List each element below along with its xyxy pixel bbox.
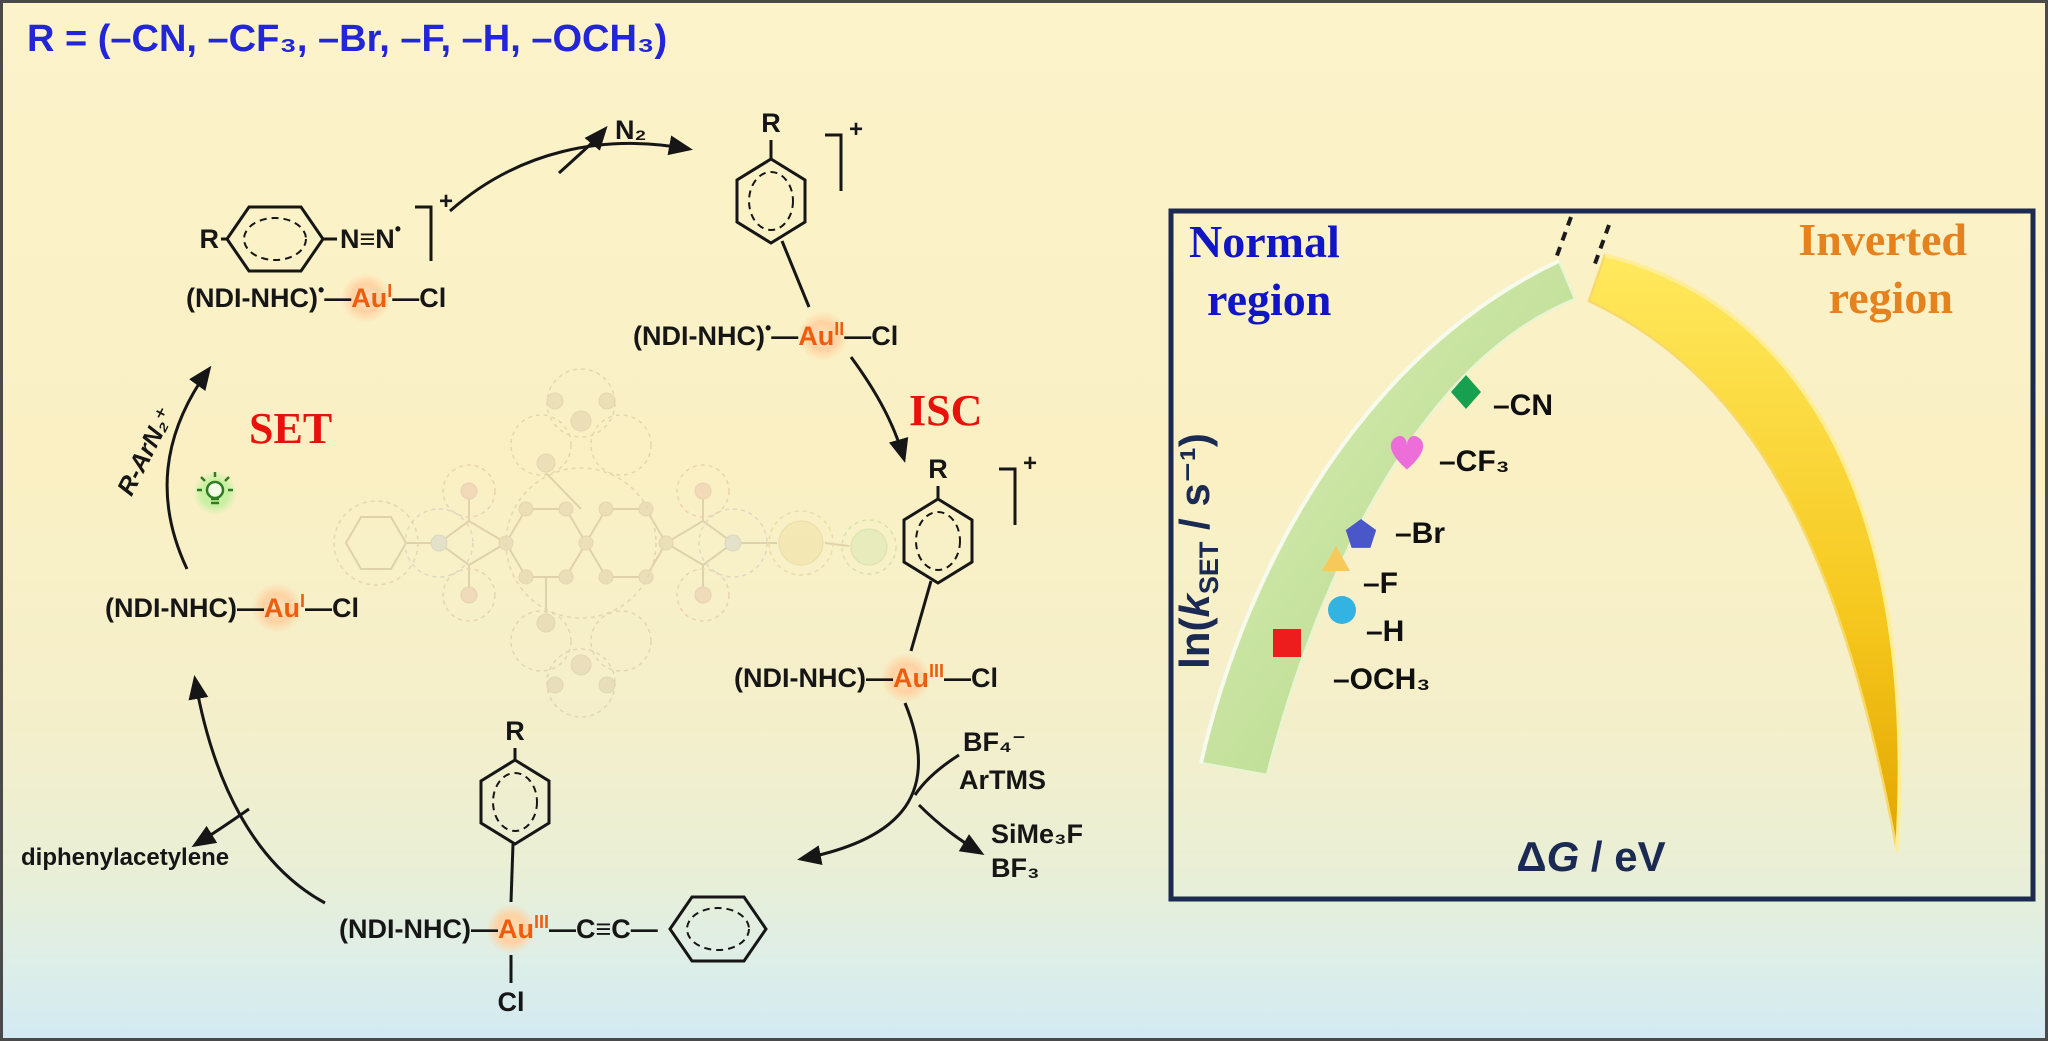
marker-och3-square — [1273, 629, 1301, 657]
gold-atom-sphere — [778, 520, 824, 566]
gold-center-glow — [798, 311, 848, 361]
complex-formula: (NDI-NHC)•—AuI—Cl — [186, 280, 446, 313]
benzene-ring — [225, 205, 325, 273]
bf4-label: BF₄⁻ — [963, 727, 1026, 757]
inverted-region-label-line1: Inverted — [1798, 214, 1967, 265]
point-label-och3: –OCH₃ — [1333, 663, 1430, 696]
r-substituent: R — [505, 716, 525, 746]
inverted-region-band — [1587, 253, 1901, 852]
cation-charge: + — [439, 188, 453, 215]
cation-bracket — [825, 133, 843, 191]
r-substituent: R — [200, 224, 220, 254]
chloride-label: Cl — [498, 987, 525, 1017]
isc-label: ISC — [909, 386, 982, 435]
complex-formula: (NDI-NHC)—AuIII—Cl — [734, 661, 998, 693]
chloride-atom-sphere — [850, 528, 888, 566]
complex-formula: (NDI-NHC)—AuI—Cl — [105, 591, 359, 623]
r-substituent-definition: R = (–CN, –CF₃, –Br, –F, –H, –OCH₃) — [27, 18, 667, 60]
diphenylacetylene-label: diphenylacetylene — [21, 844, 229, 871]
marcus-plot: –CN –CF₃ –Br –F –H –OCH₃ Normal region I… — [1168, 208, 2036, 902]
inverted-region-label-line2: region — [1829, 272, 1953, 323]
marker-cn-diamond — [1451, 375, 1481, 409]
marker-br-pentagon — [1345, 519, 1377, 548]
axis-break-marks — [1553, 216, 1611, 270]
marker-h-circle — [1328, 596, 1356, 624]
benzene-ring — [902, 497, 974, 585]
n2-label: N₂ — [615, 115, 647, 145]
normal-band-highlight — [1199, 259, 1560, 764]
point-label-br: –Br — [1395, 517, 1445, 550]
point-label-cn: –CN — [1493, 389, 1553, 422]
artms-label: ArTMS — [959, 765, 1046, 795]
arrow-diazonium-to-aryl — [449, 135, 693, 213]
gold-center-glow — [486, 904, 536, 954]
gold-center-glow — [881, 653, 931, 703]
benzene-ring — [735, 157, 807, 245]
arrow-products-out — [917, 803, 985, 856]
arrow-diphenylacetylene-release — [191, 807, 250, 848]
gold-center-glow — [341, 273, 391, 323]
alkynyl-gold3-complex: R (NDI-NHC)—AuIII—C≡C— Cl — [339, 716, 768, 1017]
reaction-arrows — [165, 125, 985, 905]
inverted-band-highlight — [1604, 253, 1902, 852]
arrow-au3-to-alkynyl — [797, 702, 921, 866]
complex-formula: (NDI-NHC)•—AuII—Cl — [633, 318, 898, 351]
r-substituent: R — [761, 108, 781, 138]
plot-border — [1168, 208, 2036, 902]
arrow-isc — [849, 356, 909, 463]
r-substituent: R — [928, 454, 948, 484]
normal-region-band — [1199, 259, 1577, 777]
x-axis-label: ΔG / eV — [1516, 833, 1665, 880]
cation-bracket — [999, 467, 1017, 525]
y-axis-label: ln(kSET / s⁻¹) — [1171, 433, 1224, 669]
marker-cf3-heart — [1390, 435, 1424, 470]
cation-charge: + — [1023, 450, 1037, 477]
set-label: SET — [249, 404, 332, 453]
diazonium-group: N≡N• — [340, 219, 401, 254]
point-label-f: –F — [1363, 567, 1398, 600]
normal-region-label-line2: region — [1207, 274, 1331, 325]
arrow-set — [165, 365, 212, 570]
figure-svg: R = (–CN, –CF₃, –Br, –F, –H, –OCH₃) — [21, 18, 2036, 1017]
point-label-cf3: –CF₃ — [1439, 445, 1510, 478]
bf3-label: BF₃ — [991, 853, 1039, 883]
marker-f-triangle — [1322, 546, 1350, 571]
complex-formula: (NDI-NHC)—AuIII—C≡C— — [339, 912, 658, 944]
gold1-chloride-complex: (NDI-NHC)—AuI—Cl — [105, 583, 359, 633]
lightbulb-icon — [193, 471, 237, 515]
point-label-h: –H — [1366, 615, 1404, 648]
arrow-n2-release — [557, 125, 608, 175]
aryldiazonium-gold-complex: R N≡N• + (NDI-NHC)•—AuI—Cl — [186, 188, 453, 323]
aryl-gold2-complex: R + (NDI-NHC)•—AuII—Cl — [633, 108, 898, 361]
normal-region-label-line1: Normal — [1189, 216, 1340, 267]
molecular-structure-watermark — [333, 368, 897, 718]
cation-bracket — [415, 205, 433, 261]
arrow-reagents-in — [913, 753, 960, 796]
cation-charge: + — [849, 116, 863, 143]
benzene-ring — [479, 758, 551, 846]
gold-center-glow — [252, 583, 302, 633]
phenyl-ring — [668, 895, 768, 963]
aryl-gold3-complex: R + (NDI-NHC)—AuIII—Cl — [734, 450, 1037, 703]
sime3f-label: SiMe₃F — [991, 819, 1083, 849]
